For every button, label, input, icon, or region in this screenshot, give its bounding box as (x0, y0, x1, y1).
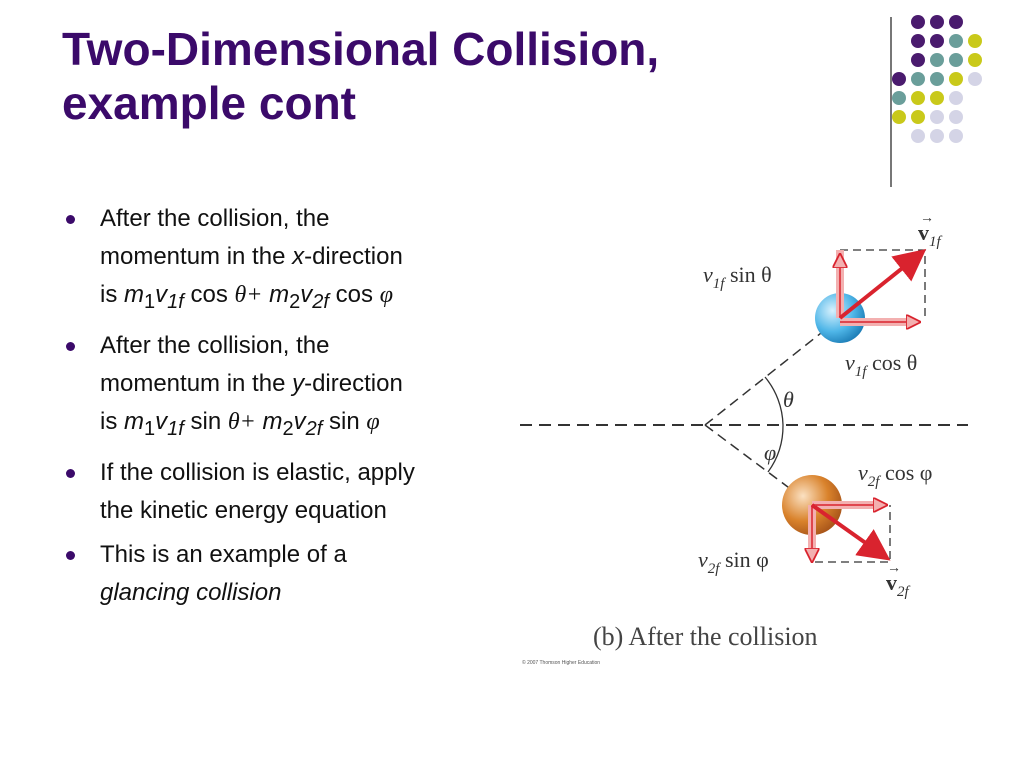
bullet-text: After the collision, the (100, 331, 330, 359)
decorative-dot (911, 53, 925, 67)
bullet-item-y-momentum: After the collision, the momentum in the… (62, 327, 522, 448)
decorative-dot (968, 53, 982, 67)
decorative-dot (911, 15, 925, 29)
bullet-list: After the collision, the momentum in the… (62, 200, 522, 618)
bullet-text-italic: glancing collision (100, 578, 282, 606)
formula-sub: 1 (144, 417, 156, 440)
formula-m: m (124, 281, 144, 308)
formula-trig: cos (335, 281, 374, 308)
decorative-dot (949, 53, 963, 67)
formula-v: v (300, 281, 313, 308)
decorative-dot (911, 129, 925, 143)
decorative-dot (892, 91, 906, 105)
label-v1f-sin-theta: v1f sin θ (703, 262, 772, 292)
bullet-text: is (100, 281, 124, 308)
arrow-v1f (838, 249, 927, 320)
label-v2f-vector-arrow: → (887, 561, 901, 576)
label-theta: θ (783, 387, 794, 412)
decorative-dot (911, 72, 925, 86)
formula-m: m (269, 281, 290, 308)
trajectory-2 (704, 424, 813, 506)
decorative-dot (930, 53, 944, 67)
decorative-dot (949, 110, 963, 124)
slide-title: Two-Dimensional Collision, example cont (62, 22, 862, 130)
decorative-dot (968, 72, 982, 86)
label-v1f-vector: v1f (918, 220, 943, 250)
label-v2f-sin-phi: v2f sin φ (698, 547, 769, 577)
bullet-text: This is an example of a (100, 540, 347, 568)
title-line-2: example cont (62, 77, 356, 129)
decorative-dot (949, 72, 963, 86)
title-divider (890, 17, 892, 187)
decorative-dot (892, 72, 906, 86)
decorative-dot (930, 129, 944, 143)
decorative-dot (930, 34, 944, 48)
phi-arc (767, 424, 784, 473)
decorative-dot (949, 15, 963, 29)
label-v2f-vector: v2f (886, 570, 911, 600)
figure-credit: © 2007 Thomson Higher Education (522, 660, 601, 666)
decorative-dot-grid (892, 15, 982, 143)
formula-sub: 2 (289, 290, 301, 313)
formula-v: v (155, 407, 168, 435)
formula-sub: 2f (305, 417, 323, 440)
axis-label: x (292, 243, 305, 270)
formula-sub: 1f (167, 290, 184, 313)
formula-m: m (124, 407, 144, 435)
formula-sub: 1f (167, 417, 184, 440)
decorative-dot (911, 110, 925, 124)
formula-v: v (293, 407, 306, 435)
decorative-dot (911, 34, 925, 48)
bullet-text: momentum in the (100, 369, 293, 397)
formula-trig: sin (328, 407, 360, 435)
bullet-text: If the collision is elastic, apply (100, 458, 415, 486)
decorative-dot (968, 34, 982, 48)
formula-theta-plus: θ+ (234, 282, 263, 308)
decorative-dot (930, 91, 944, 105)
label-v1f-cos-theta: v1f cos θ (845, 350, 917, 380)
formula-sub: 2f (312, 290, 329, 313)
bullet-dot (66, 341, 75, 351)
bullet-item-glancing: This is an example of a glancing collisi… (62, 536, 522, 612)
decorative-dot (892, 110, 906, 124)
bullet-text: is (100, 407, 124, 435)
bullet-item-elastic: If the collision is elastic, apply the k… (62, 454, 522, 530)
bullet-dot (66, 468, 75, 478)
formula-trig: sin (190, 407, 222, 435)
decorative-dot (930, 110, 944, 124)
bullet-item-x-momentum: After the collision, the momentum in the… (62, 200, 522, 321)
formula-trig: cos (190, 281, 228, 308)
label-phi: φ (764, 440, 776, 465)
formula-sub: 2 (282, 417, 294, 440)
bullet-dot (66, 215, 75, 224)
formula-m: m (262, 407, 283, 435)
formula-theta-plus: θ+ (227, 408, 256, 435)
formula-phi: φ (366, 408, 380, 435)
figure-caption: (b) After the collision (593, 622, 818, 651)
bullet-text: -direction (304, 243, 403, 270)
decorative-dot (911, 91, 925, 105)
bullet-text: momentum in the (100, 243, 293, 270)
decorative-dot (930, 72, 944, 86)
collision-diagram: v1f → v1f sin θ v1f cos θ θ φ v2f cos φ … (520, 211, 968, 600)
formula-v: v (155, 281, 168, 308)
title-line-1: Two-Dimensional Collision, (62, 23, 660, 75)
arrow-v2f (810, 503, 891, 561)
bullet-text: -direction (304, 369, 403, 397)
decorative-dot (949, 34, 963, 48)
bullet-text: the kinetic energy equation (100, 496, 387, 524)
decorative-dot (949, 91, 963, 105)
bullet-dot (66, 550, 75, 560)
label-v2f-cos-phi: v2f cos φ (858, 460, 932, 490)
formula-sub: 1 (144, 290, 156, 313)
bullet-text: After the collision, the (100, 205, 330, 232)
label-v1f-vector-arrow: → (920, 211, 934, 226)
axis-label: y (292, 369, 305, 397)
formula-phi: φ (379, 282, 393, 308)
theta-arc (764, 376, 784, 426)
trajectory-1 (704, 317, 841, 426)
decorative-dot (949, 129, 963, 143)
decorative-dot (930, 15, 944, 29)
